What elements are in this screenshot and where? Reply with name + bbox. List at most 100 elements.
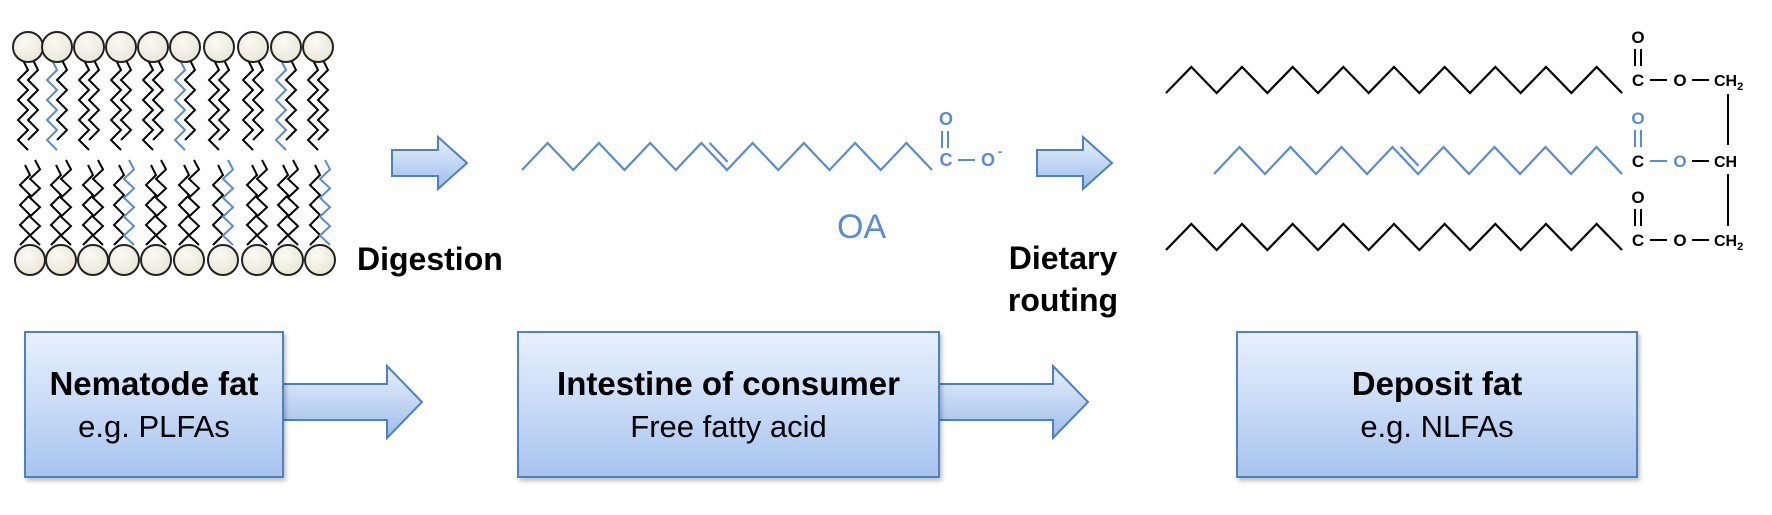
lipid-tail [55, 59, 69, 141]
ester-carbonyl-o: O [1631, 109, 1644, 128]
lipid-tail [141, 59, 155, 151]
lipid-tail [81, 164, 95, 246]
tg-chain-middle [1213, 145, 1623, 176]
ch-group: CH [1714, 154, 1737, 171]
lipid-tail [217, 59, 231, 141]
box-subtitle: e.g. PLFAs [78, 408, 230, 444]
lipid-tail [49, 164, 63, 246]
lipid-tail [276, 164, 290, 246]
tg-chain-bottom [1165, 222, 1623, 252]
dietary-routing-arrow [1036, 134, 1114, 192]
ester-group: O C O CH2 [1631, 28, 1743, 93]
digestion-label: Digestion [357, 241, 503, 277]
lipid-tail [286, 159, 300, 246]
lipid-head [140, 244, 172, 276]
lipid-tail [87, 59, 101, 141]
lipid-head [169, 31, 201, 63]
box-subtitle: e.g. NLFAs [1360, 408, 1514, 444]
lipid-tail [284, 59, 298, 141]
dietary-routing-line1: Dietary [1008, 240, 1118, 276]
lipid-tail [154, 159, 168, 246]
ch2-group: CH2 [1714, 233, 1743, 253]
lipid-head [203, 31, 235, 63]
ch2-group: CH2 [1714, 73, 1743, 93]
lipid-head [73, 31, 105, 63]
ester-oxygen: O [1673, 152, 1686, 171]
lipid-tail [119, 59, 133, 141]
lipid-tail [245, 164, 259, 246]
lipid-tail [151, 59, 165, 141]
lipid-head [108, 244, 140, 276]
lipid-tail [251, 59, 265, 141]
flow-arrow-1 [279, 363, 424, 441]
lipid-tail [211, 164, 225, 246]
lipid-tail [308, 164, 322, 246]
lipid-head [272, 244, 304, 276]
oa-label: OA [837, 208, 887, 246]
intestine-box: Intestine of consumer Free fatty acid [517, 331, 940, 478]
lipid-tail [109, 59, 123, 151]
oa-zigzag [521, 141, 933, 172]
ester-group: O C O CH [1631, 109, 1737, 171]
oa-anion-o: O [981, 150, 995, 170]
oa-charge: - [998, 143, 1003, 159]
lipid-tail [28, 159, 42, 246]
lipid-tail [91, 159, 105, 246]
lipid-tail [187, 159, 201, 246]
lipid-tail [112, 164, 126, 246]
lipid-tail [18, 164, 32, 246]
lipid-tail [207, 59, 221, 151]
lipid-tail [26, 59, 40, 141]
lipid-tail [274, 59, 288, 151]
lipid-head [241, 244, 273, 276]
lipid-tail [183, 59, 197, 141]
lipid-head [304, 244, 336, 276]
ester-carbon: C [1632, 71, 1644, 90]
lipid-tail [177, 164, 191, 246]
box-title: Deposit fat [1351, 364, 1523, 402]
flow-arrow-2 [936, 363, 1090, 441]
ester-carbon: C [1632, 152, 1644, 171]
lipid-head [77, 244, 109, 276]
double-bond [1399, 146, 1420, 167]
ester-carbon: C [1632, 231, 1644, 250]
lipid-tail [173, 59, 187, 151]
lipid-head [173, 244, 205, 276]
lipid-head [137, 31, 169, 63]
lipid-head [41, 31, 73, 63]
dietary-routing-label: Dietary routing [1000, 237, 1126, 321]
ester-oxygen: O [1673, 71, 1686, 90]
lipid-tail [144, 164, 158, 246]
lipid-tail [16, 59, 30, 151]
lipid-head [14, 244, 46, 276]
oa-carboxylate: O C O - [939, 109, 1003, 170]
lipid-tail [316, 59, 330, 141]
lipid-head [12, 31, 44, 63]
lipid-bilayer [12, 31, 336, 276]
ester-carbonyl-o: O [1631, 188, 1644, 207]
tg-chain-top [1165, 65, 1623, 95]
lipid-tail [221, 159, 235, 246]
oa-carboxyl-c: C [940, 150, 953, 170]
triglyceride-chains [1165, 65, 1623, 252]
oleic-acid-chain [521, 141, 933, 172]
ester-carbonyl-o: O [1631, 28, 1644, 47]
dietary-routing-line2: routing [1007, 282, 1119, 318]
lipid-tail [306, 59, 320, 151]
double-bond [708, 142, 729, 163]
lipid-tail [122, 159, 136, 246]
lipid-tail [241, 59, 255, 151]
oa-carbonyl-o: O [939, 109, 953, 129]
lipid-head [237, 31, 269, 63]
nematode-fat-box: Nematode fat e.g. PLFAs [24, 331, 284, 478]
digestion-arrow [391, 134, 469, 192]
lipid-head [207, 244, 239, 276]
box-subtitle: Free fatty acid [630, 408, 827, 444]
lipid-head [270, 31, 302, 63]
lipid-tail [255, 159, 269, 246]
lipid-head [302, 31, 334, 63]
lipid-tail [77, 59, 91, 151]
